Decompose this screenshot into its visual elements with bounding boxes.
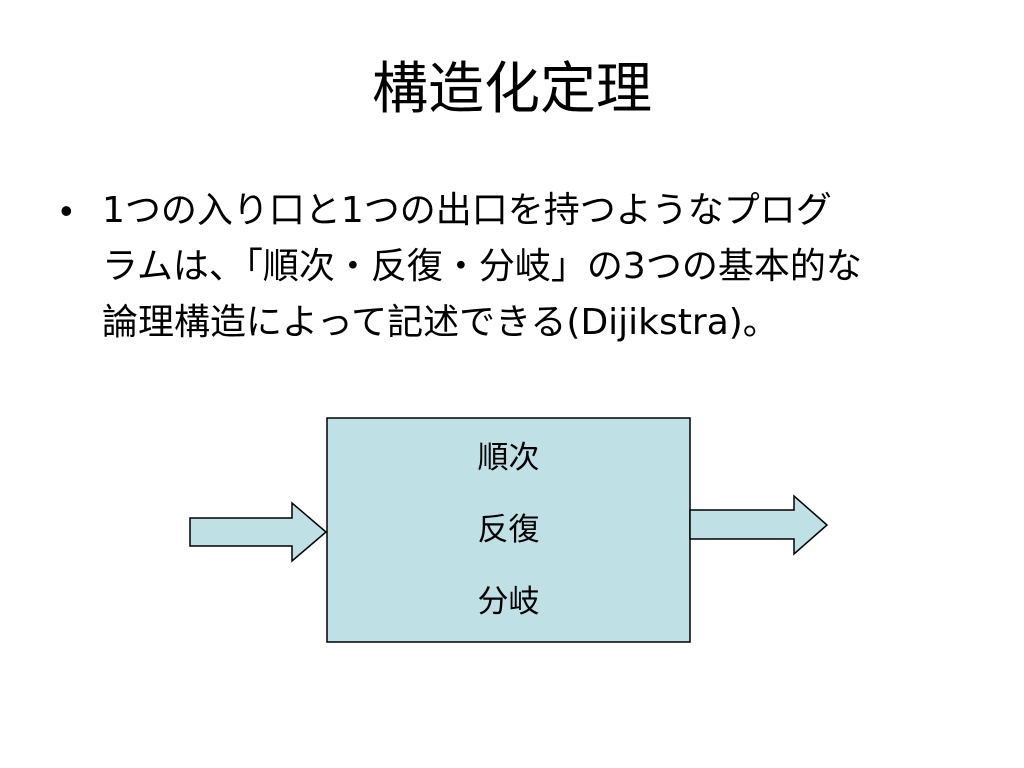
bullet-line-2: ラムは、「順次・反復・分岐」の3つの基本的な	[102, 246, 862, 287]
bullet-item: • 1つの入り口と1つの出口を持つようなプログ ラムは、「順次・反復・分岐」の3…	[60, 183, 970, 351]
bullet-list: • 1つの入り口と1つの出口を持つようなプログ ラムは、「順次・反復・分岐」の3…	[60, 183, 970, 351]
process-box-labels: 順次 反復 分岐	[327, 418, 690, 642]
input-arrow	[189, 501, 328, 563]
label-iteration: 反復	[477, 512, 540, 548]
bullet-line-3: 論理構造によって記述できる(Dijikstra)。	[102, 302, 779, 343]
slide-title: 構造化定理	[372, 57, 652, 122]
label-selection: 分岐	[477, 584, 540, 620]
bullet-marker: •	[60, 190, 73, 231]
process-box	[326, 417, 691, 643]
output-arrow	[689, 494, 829, 556]
label-sequence: 順次	[477, 440, 540, 476]
bullet-line-1: 1つの入り口と1つの出口を持つようなプログ	[102, 190, 832, 231]
